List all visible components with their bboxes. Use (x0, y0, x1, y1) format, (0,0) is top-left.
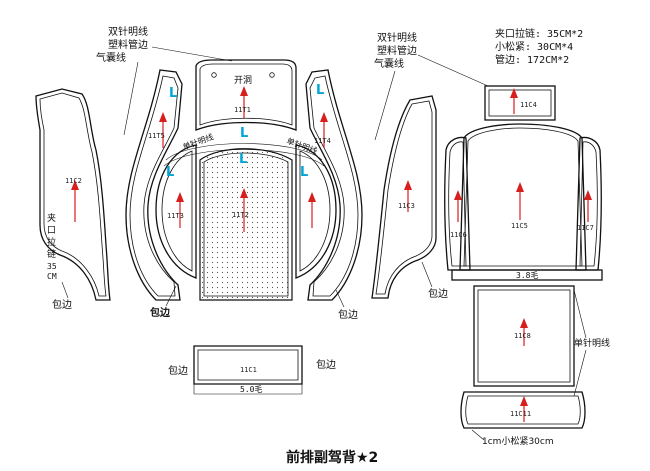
piece-11t3-left: 11T3 L (155, 144, 197, 279)
piece-11t5: L 11T5 (125, 69, 183, 301)
spec-zipper: 夹口拉链: 35CM*2 (495, 27, 583, 40)
piece-label-11c6: 11C6 (450, 231, 467, 239)
zipper-vertical-note: 夹 口 拉 链 35 CM (47, 212, 57, 281)
zipper-vertical-char: 拉 (47, 236, 56, 248)
leader-line (335, 289, 345, 308)
direction-mark: L (316, 83, 324, 98)
piece-label-11c8: 11C8 (514, 332, 531, 340)
left-note-airbag-line: 气囊线 (96, 51, 126, 64)
piece-label-11c1: 11C1 (240, 366, 257, 374)
leader-line (123, 61, 139, 136)
leader-line (165, 285, 177, 307)
piece-11t1: 开洞 11T1 L (195, 59, 297, 141)
left-note-plastic-piping: 塑料管边 (108, 38, 148, 51)
piece-label-11c4: 11C4 (520, 101, 537, 109)
piece-11c6: 11C6 (444, 136, 471, 271)
zipper-vertical-char: 35 (47, 262, 57, 271)
leader-line (421, 261, 433, 288)
right-note-airbag-line: 气囊线 (374, 57, 404, 70)
bottom-elastic-note: 1cm小松紧30cm (482, 435, 554, 447)
right-note-double-stitch: 双针明线 (377, 31, 417, 44)
open-hole-label: 开洞 (234, 75, 252, 86)
spec-list: 夹口拉链: 35CM*2 小松紧: 30CM*4 管边: 172CM*2 (495, 27, 583, 66)
direction-mark: L (240, 126, 248, 141)
direction-mark: L (169, 86, 177, 101)
leader-line (471, 429, 485, 441)
piece-label-11c11: 11C11 (510, 410, 531, 418)
zipper-vertical-char: 链 (47, 248, 56, 260)
edge-label: 包边 (428, 287, 448, 300)
right-note-plastic-piping: 塑料管边 (377, 44, 417, 57)
hole-marker (211, 72, 217, 78)
piece-label-11t5: 11T5 (148, 132, 165, 140)
band-width-label: 5.0毛 (240, 384, 262, 394)
piece-11c3: 11C3 (371, 95, 437, 299)
right-annotation: 双针明线 塑料管边 气囊线 (374, 31, 489, 141)
piece-label-11t4: 11T4 (314, 137, 331, 145)
direction-mark: L (239, 152, 247, 167)
leader-line (61, 281, 69, 299)
single-needle-label: 单针明线 (574, 337, 610, 349)
arc-stitch-label: 单针明线 (181, 132, 214, 152)
zipper-vertical-char: CM (47, 272, 57, 281)
piece-11c8: 11C8 (473, 285, 575, 387)
edge-label: 包边 (168, 364, 188, 377)
piece-label-11t3: 11T3 (167, 212, 184, 220)
piece-label-11c7: 11C7 (577, 224, 594, 232)
piece-11c2: 11C2 (35, 88, 111, 301)
edge-label: 包边 (316, 358, 336, 371)
piece-11c5: 11C5 (459, 123, 587, 271)
band-width-label: 3.8毛 (516, 270, 538, 280)
leader-line (573, 349, 587, 397)
page-title: 前排副驾背★2 (286, 449, 378, 466)
leader-line (374, 70, 396, 141)
piece-11c11: 11C11 (460, 391, 586, 429)
band-under-11c5: 3.8毛 (451, 269, 603, 281)
hole-marker (269, 72, 275, 78)
edge-label: 包边 (150, 306, 171, 319)
left-annotation: 双针明线 塑料管边 气囊线 (96, 25, 233, 136)
leader-line (151, 46, 233, 62)
piece-label-11c2: 11C2 (65, 177, 82, 185)
left-note-double-stitch: 双针明线 (108, 25, 148, 38)
zipper-vertical-char: 夹 (47, 212, 56, 224)
piece-label-11c5: 11C5 (511, 222, 528, 230)
leader-line (573, 289, 587, 339)
piece-11c7: 11C7 (575, 136, 602, 271)
piece-11c1: 11C1 5.0毛 (193, 345, 303, 395)
piece-label-11c3: 11C3 (398, 202, 415, 210)
piece-11t3-right: L (295, 144, 337, 279)
piece-11t4: L 11T4 (305, 69, 363, 301)
direction-mark: L (300, 165, 308, 180)
spec-elastic: 小松紧: 30CM*4 (495, 40, 573, 53)
piece-label-11t1: 11T1 (234, 106, 251, 114)
piece-label-11t2: 11T2 (232, 211, 249, 219)
single-needle-annotation: 单针明线 (573, 289, 610, 397)
edge-label: 包边 (52, 298, 72, 311)
zipper-vertical-char: 口 (47, 226, 56, 236)
piece-11c4: 11C4 (484, 85, 556, 121)
edge-label: 包边 (338, 308, 358, 321)
direction-mark: L (166, 165, 174, 180)
leader-line (417, 54, 489, 87)
spec-piping: 管边: 172CM*2 (495, 53, 569, 66)
